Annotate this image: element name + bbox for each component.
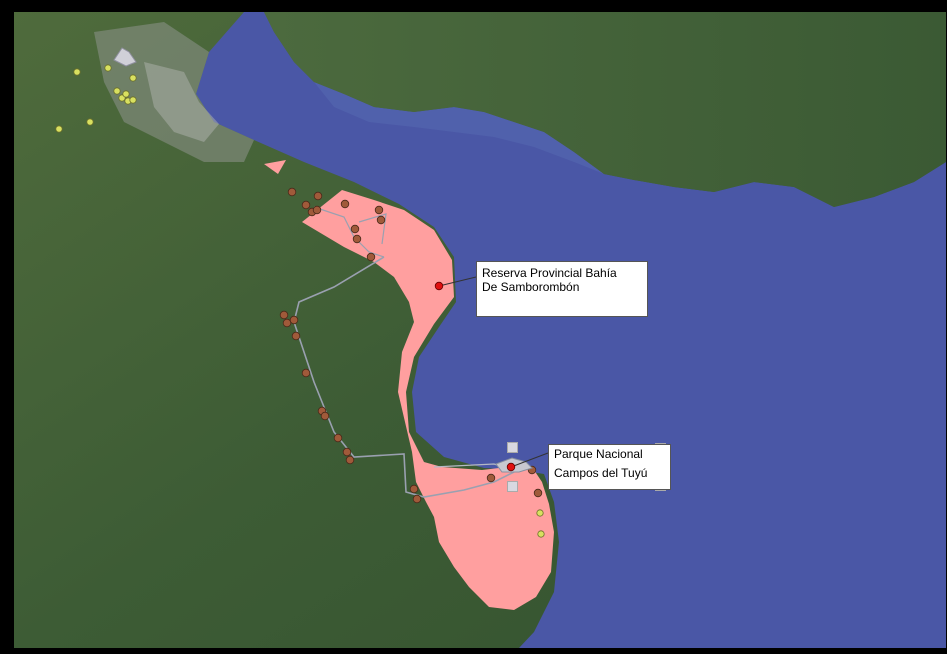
yellow-dot-icon[interactable] [55, 125, 63, 133]
urban-area-dense [144, 62, 219, 142]
callout-samborombon[interactable]: Reserva Provincial Bahía De Samborombón [476, 261, 648, 317]
brown-dot-icon[interactable] [340, 199, 350, 209]
brown-dot-icon[interactable] [486, 473, 496, 483]
callout-samborombon-line2: De Samborombón [482, 280, 580, 294]
brown-dot-icon[interactable] [301, 368, 311, 378]
brown-dot-icon[interactable] [333, 433, 343, 443]
brown-dot-icon[interactable] [301, 200, 311, 210]
brown-dot-icon[interactable] [287, 187, 297, 197]
leader-line-tuyu [510, 452, 549, 468]
road-route [293, 256, 515, 498]
map-canvas [14, 12, 946, 648]
brown-dot-icon[interactable] [291, 331, 301, 341]
brown-dot-icon[interactable] [279, 310, 289, 320]
callout-samborombon-line1: Reserva Provincial Bahía [482, 266, 617, 280]
leader-line-samborombon [438, 276, 477, 287]
yellow-dot-icon[interactable] [129, 96, 137, 104]
brown-dot-icon[interactable] [376, 215, 386, 225]
protected-area-small [264, 160, 286, 174]
selection-handle[interactable] [507, 442, 518, 453]
brown-dot-icon[interactable] [409, 484, 419, 494]
red-dot-icon[interactable] [506, 462, 516, 472]
water-body [196, 12, 946, 648]
shallow-water [314, 82, 604, 174]
brown-dot-icon[interactable] [289, 315, 299, 325]
callout-tuyu-line1: Parque Nacional [554, 447, 643, 461]
brown-dot-icon[interactable] [350, 224, 360, 234]
brown-dot-icon[interactable] [533, 488, 543, 498]
yellow-dot-icon[interactable] [536, 509, 544, 517]
yellow-dot-icon[interactable] [104, 64, 112, 72]
yellow-dot-icon[interactable] [129, 74, 137, 82]
yellow-sites [55, 64, 545, 538]
uruguay-land [264, 12, 946, 207]
callout-tuyu-line2: Campos del Tuyú [554, 466, 648, 480]
yellow-dot-icon[interactable] [113, 87, 121, 95]
yellow-dot-icon[interactable] [73, 68, 81, 76]
brown-sites [279, 187, 543, 504]
urban-marker-shape [113, 47, 137, 67]
brown-dot-icon[interactable] [352, 234, 362, 244]
brown-dot-icon[interactable] [374, 205, 384, 215]
brown-dot-icon[interactable] [345, 455, 355, 465]
brown-dot-icon[interactable] [282, 318, 292, 328]
brown-dot-icon[interactable] [412, 494, 422, 504]
brown-dot-icon[interactable] [366, 252, 376, 262]
satellite-map[interactable]: Reserva Provincial Bahía De Samborombón … [14, 12, 946, 648]
brown-dot-icon[interactable] [342, 447, 352, 457]
yellow-dot-icon[interactable] [537, 530, 545, 538]
brown-dot-icon[interactable] [320, 411, 330, 421]
protected-area-samborombon [302, 190, 554, 610]
selection-handle[interactable] [507, 481, 518, 492]
brown-dot-icon[interactable] [313, 191, 323, 201]
callout-tuyu[interactable]: Parque Nacional Campos del Tuyú [548, 444, 671, 490]
yellow-dot-icon[interactable] [86, 118, 94, 126]
red-dot-icon[interactable] [434, 281, 444, 291]
brown-dot-icon[interactable] [312, 205, 322, 215]
yellow-dot-icon[interactable] [122, 90, 130, 98]
